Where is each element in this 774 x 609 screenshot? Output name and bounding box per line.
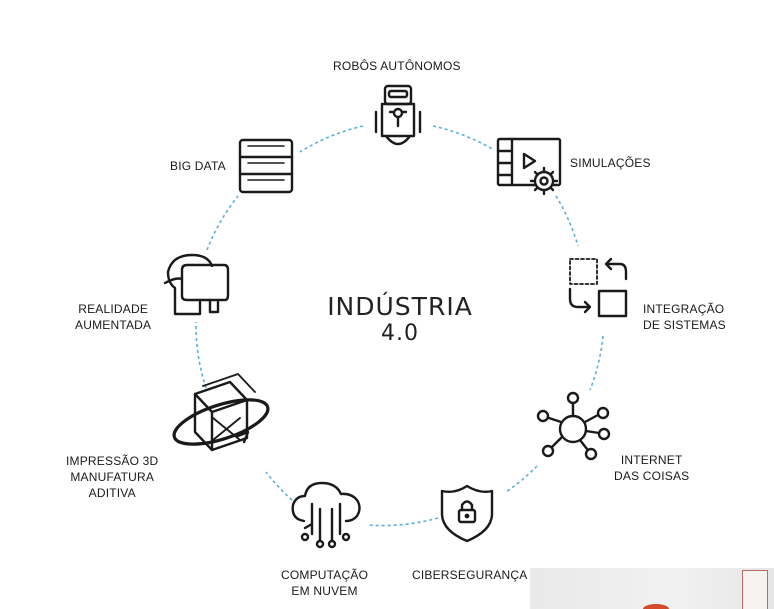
- label-line: DE SISTEMAS: [643, 318, 726, 332]
- ring-segment: [367, 517, 439, 527]
- photo-object: [643, 604, 669, 609]
- robot-icon: [374, 84, 422, 146]
- ring-segment: [589, 335, 604, 391]
- ring-segment: [299, 125, 364, 153]
- node-label-impressao: IMPRESSÃO 3D MANUFATURA ADITIVA: [66, 453, 158, 501]
- ring-segment: [555, 195, 579, 247]
- photo-sign: [742, 570, 768, 609]
- node-label-computacao: COMPUTAÇÃO EM NUVEM: [281, 567, 368, 599]
- photo-thumbnail: [530, 568, 774, 609]
- vr-headset-icon: [163, 253, 230, 316]
- node-label-internet: INTERNET DAS COISAS: [614, 452, 689, 484]
- label-line: MANUFATURA: [70, 470, 155, 484]
- database-icon: [238, 138, 294, 194]
- ring-segment: [195, 321, 207, 389]
- label-line: COMPUTAÇÃO: [281, 568, 369, 582]
- label-line: INTERNET: [620, 453, 683, 467]
- node-label-integracao: INTEGRAÇÃO DE SISTEMAS: [643, 301, 726, 333]
- center-title: INDÚSTRIA 4.0: [300, 292, 500, 346]
- node-label-ciberseguranca: CIBERSEGURANÇA: [412, 568, 528, 582]
- node-label-robos: ROBÔS AUTÔNOMOS: [333, 59, 461, 73]
- label-line: EM NUVEM: [291, 584, 358, 598]
- label-line: IMPRESSÃO 3D: [66, 454, 159, 468]
- label-line: AUMENTADA: [75, 318, 152, 332]
- 3d-cube-icon: [172, 373, 270, 452]
- cloud-icon: [291, 481, 361, 549]
- network-hub-icon: [536, 391, 611, 461]
- ring-segment: [206, 195, 239, 251]
- ring-segment: [505, 465, 538, 493]
- node-label-realidade: REALIDADE AUMENTADA: [75, 301, 151, 333]
- ring-segment: [432, 125, 495, 151]
- node-label-bigdata: BIG DATA: [170, 159, 226, 173]
- label-line: INTEGRAÇÃO: [643, 302, 725, 316]
- label-line: DAS COISAS: [614, 469, 690, 483]
- ring-segment: [265, 471, 293, 501]
- sync-squares-icon: [568, 257, 628, 318]
- shield-lock-icon: [440, 484, 494, 543]
- video-gear-icon: [496, 137, 562, 196]
- dashed-ring: [195, 125, 604, 527]
- center-title-line1: INDÚSTRIA: [327, 292, 473, 321]
- node-label-simulacoes: SIMULAÇÕES: [570, 156, 651, 170]
- label-line: REALIDADE: [78, 302, 149, 316]
- center-title-line2: 4.0: [381, 321, 419, 346]
- label-line: ADITIVA: [88, 486, 136, 500]
